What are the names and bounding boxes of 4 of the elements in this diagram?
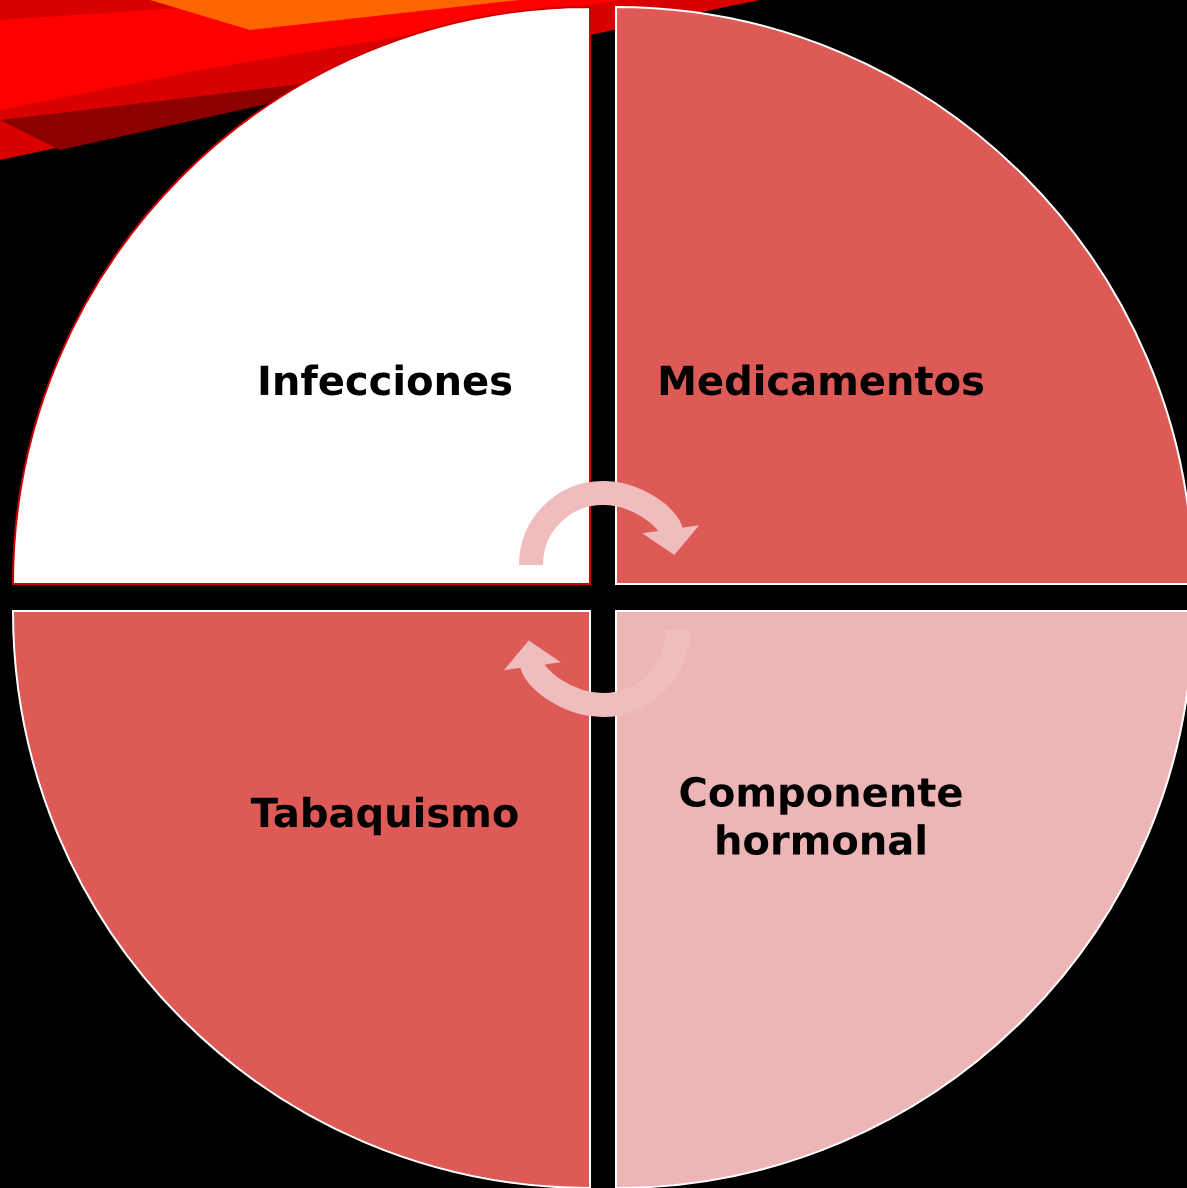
quadrant-segment: Medicamentos [615, 6, 1187, 585]
quadrant-segment: Tabaquismo [12, 610, 591, 1188]
quadrant-segment: Infecciones [12, 6, 591, 585]
quadrant-segment: Componente hormonal [615, 610, 1187, 1188]
